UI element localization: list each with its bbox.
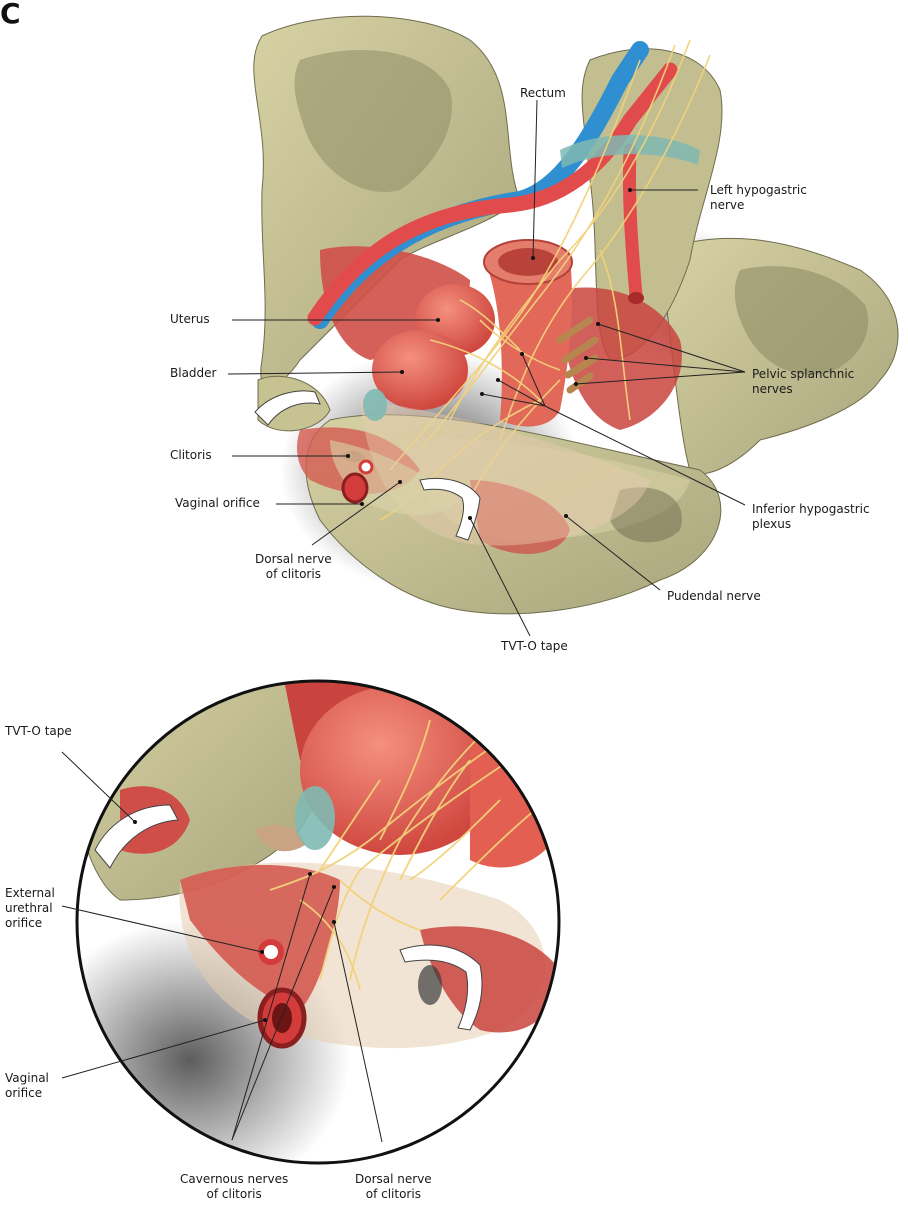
label-bladder: Bladder [170,366,216,381]
label-tvto-tape: TVT-O tape [501,639,568,654]
vaginal-orifice-top [343,474,367,502]
bladder [372,330,468,410]
label-clitoris: Clitoris [170,448,212,463]
internal-iliac-artery [629,150,636,295]
inset-panel [30,652,570,1200]
inset-obturator-shadow [418,965,442,1005]
panel-letter: C [0,0,21,28]
inset-cartilage [295,786,335,850]
inset-label-tvto-tape: TVT-O tape [5,724,72,739]
rectum-lumen [498,248,558,276]
obturator-disc [363,389,387,421]
label-vaginal-orifice: Vaginal orifice [175,496,260,511]
label-uterus: Uterus [170,312,210,327]
urethral-orifice-top [360,461,372,473]
artery-cut-end [628,292,644,304]
label-rectum: Rectum [520,86,566,101]
label-pudendal-nerve: Pudendal nerve [667,589,761,604]
inset-vaginal-lumen [272,1003,292,1033]
